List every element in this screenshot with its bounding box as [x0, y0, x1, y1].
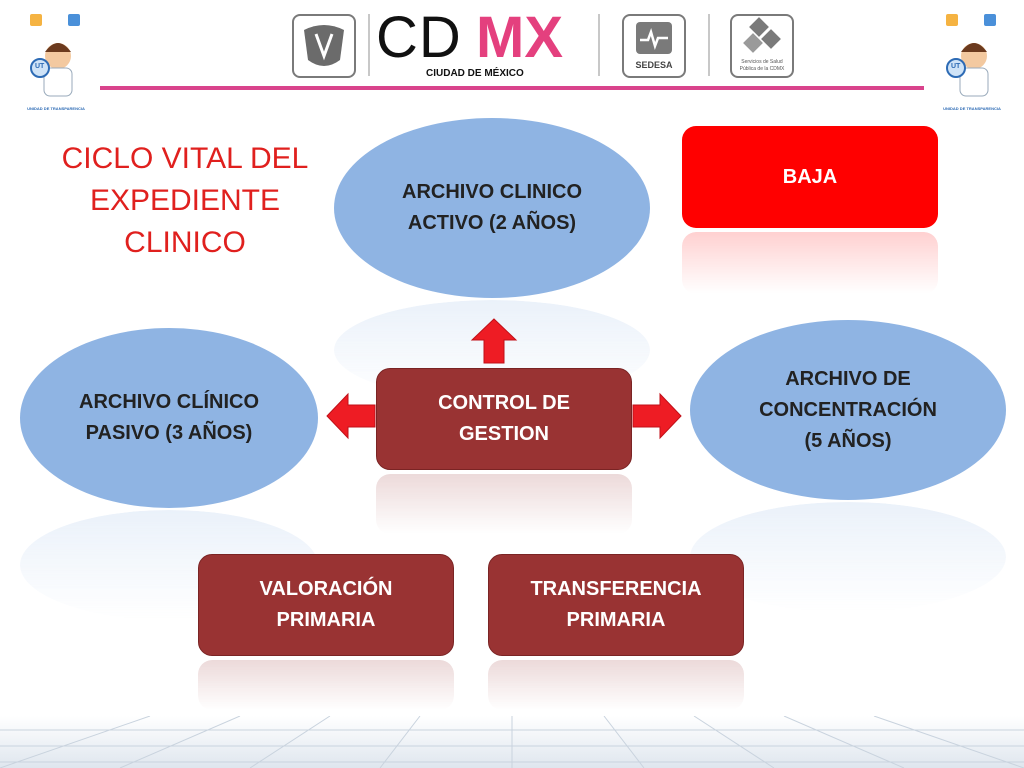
title-line: CICLO VITAL DEL	[61, 142, 309, 175]
transparencia-logo-left: UT UNIDAD DE TRANSPARENCIA	[20, 12, 92, 116]
node-baja: BAJA	[682, 126, 938, 228]
title-line: EXPEDIENTE	[89, 184, 281, 217]
node-archivo-activo: ARCHIVO CLINICO ACTIVO (2 AÑOS)	[334, 118, 650, 298]
ut-badge: UT	[951, 63, 961, 70]
node-label-line: PASIVO (3 AÑOS)	[85, 422, 253, 444]
coat-of-arms-icon	[304, 25, 344, 66]
node-label-line: BAJA	[782, 166, 838, 188]
diamonds-icon	[743, 17, 781, 53]
node-label-line: CONCENTRACIÓN	[759, 398, 937, 421]
node-transferencia-primaria: TRANSFERENCIA PRIMARIA	[488, 554, 744, 656]
arrow-up-icon	[470, 318, 518, 364]
doctor-mascot-icon	[946, 14, 996, 97]
transparencia-label: UNIDAD DE TRANSPARENCIA	[943, 106, 1001, 111]
transparencia-label: UNIDAD DE TRANSPARENCIA	[27, 106, 85, 111]
node-label-line: ARCHIVO DE	[785, 367, 911, 390]
node-label-line: CONTROL DE	[438, 392, 570, 414]
health-heartbeat-icon	[636, 22, 672, 54]
reflection-baja	[682, 232, 938, 294]
node-archivo-concentracion: ARCHIVO DE CONCENTRACIÓN (5 AÑOS)	[690, 320, 1006, 500]
doctor-mascot-icon	[30, 14, 80, 97]
cdmx-wordmark: CD MX CIUDAD DE MÉXICO	[376, 5, 586, 79]
slide-title: CICLO VITAL DEL EXPEDIENTE CLINICO	[52, 138, 318, 264]
node-label-line: PRIMARIA	[566, 609, 666, 631]
node-archivo-pasivo: ARCHIVO CLÍNICO PASIVO (3 AÑOS)	[20, 328, 318, 508]
node-label-line: VALORACIÓN	[259, 578, 393, 600]
node-label-line: ARCHIVO CLINICO	[402, 181, 582, 203]
servicios-salud-logo: Servicios de Salud Pública de la CDMX	[730, 14, 794, 78]
node-valoracion-primaria: VALORACIÓN PRIMARIA	[198, 554, 454, 656]
node-label-line: ACTIVO (2 AÑOS)	[407, 212, 577, 234]
brand-cd: CD	[376, 5, 462, 70]
arrow-left-icon	[326, 392, 376, 440]
transparencia-logo-right: UT UNIDAD DE TRANSPARENCIA	[936, 12, 1008, 116]
header-accent-line	[100, 86, 924, 90]
node-label-line: (5 AÑOS)	[804, 429, 892, 452]
header-divider	[368, 14, 370, 76]
header-divider	[708, 14, 710, 76]
ut-badge: UT	[35, 63, 45, 70]
sedesa-logo: SEDESA	[622, 14, 686, 78]
node-label-line: GESTION	[458, 423, 549, 445]
header-divider	[598, 14, 600, 76]
title-line: CLINICO	[124, 226, 246, 259]
brand-subtitle: CIUDAD DE MÉXICO	[426, 68, 524, 79]
brand-mx: MX	[476, 5, 563, 70]
servicios-label-1: Servicios de Salud	[741, 59, 783, 65]
node-label-line: ARCHIVO CLÍNICO	[79, 391, 259, 413]
coat-of-arms-logo	[292, 14, 356, 78]
reflection-control	[376, 474, 632, 534]
arrow-right-icon	[632, 392, 682, 440]
sedesa-label: SEDESA	[635, 60, 673, 70]
node-control-gestion: CONTROL DE GESTION	[376, 368, 632, 470]
reflection-valoracion	[198, 660, 454, 710]
node-label-line: PRIMARIA	[276, 609, 376, 631]
floor-grid	[0, 716, 1024, 768]
node-label-line: TRANSFERENCIA	[530, 578, 702, 600]
servicios-label-2: Pública de la CDMX	[739, 66, 785, 72]
reflection-transferencia	[488, 660, 744, 710]
